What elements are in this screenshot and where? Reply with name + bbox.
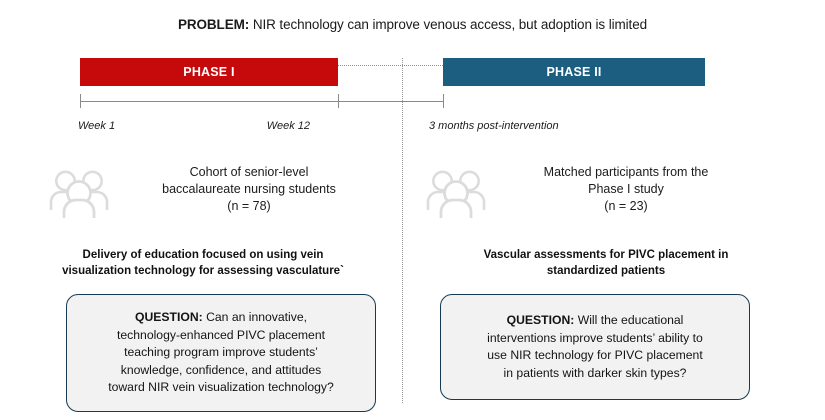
people-group-icon (426, 170, 486, 218)
cohort-phase-1-line-1: Cohort of senior-level (189, 165, 309, 179)
phase-1-bar: PHASE I (80, 58, 338, 86)
question-phase-1-line-5: toward NIR vein visualization technology… (108, 380, 334, 395)
cohort-phase-1-text: Cohort of senior-level baccalaureate nur… (110, 162, 388, 215)
question-box-phase-2: QUESTION: Will the educational intervent… (440, 294, 750, 400)
timeline-tick-week-12 (338, 94, 339, 108)
cohort-phase-2-line-2: Phase I study (588, 182, 664, 196)
intervention-phase-2: Vascular assessments for PIVC placement … (432, 248, 780, 279)
question-phase-2-text: QUESTION: Will the educational intervent… (487, 312, 703, 382)
phase-connector-dotted-line (338, 65, 443, 66)
intervention-phase-1-line-1: Delivery of education focused on using v… (82, 249, 324, 261)
question-phase-2-line-4: in patients with darker skin types? (503, 365, 687, 380)
timeline-label-post-intervention: 3 months post-intervention (429, 120, 559, 132)
question-phase-1-line-2: technology-enhanced PIVC placement (117, 327, 325, 342)
question-phase-1-label: QUESTION: (134, 310, 203, 325)
phase-divider-dotted-line (402, 58, 403, 403)
question-phase-2-line-1-rest: Will the educational (574, 313, 684, 327)
cohort-phase-2-text: Matched participants from the Phase I st… (487, 162, 765, 215)
problem-statement: PROBLEM: NIR technology can improve veno… (0, 17, 825, 32)
question-phase-2-line-3: use NIR technology for PIVC placement (487, 348, 703, 362)
timeline-label-week-12: Week 12 (266, 120, 310, 132)
problem-text: NIR technology can improve venous access… (252, 17, 648, 32)
people-group-icon (49, 170, 109, 218)
cohort-phase-1-line-3: (n = 78) (227, 199, 271, 213)
phase-1-label: PHASE I (183, 65, 235, 79)
cohort-phase-2: Matched participants from the Phase I st… (425, 162, 765, 218)
cohort-phase-1: Cohort of senior-level baccalaureate nur… (48, 162, 388, 218)
cohort-phase-1-line-2: baccalaureate nursing students (162, 182, 336, 196)
intervention-phase-2-line-2: standardized patients (546, 264, 666, 277)
question-phase-1-line-1-rest: Can an innovative, (202, 310, 308, 325)
timeline-axis (80, 101, 443, 102)
question-phase-1-text: QUESTION: Can an innovative, technology-… (108, 309, 334, 397)
question-box-phase-1: QUESTION: Can an innovative, technology-… (66, 294, 376, 412)
timeline-label-week-1: Week 1 (78, 120, 116, 132)
intervention-phase-1: Delivery of education focused on using v… (30, 248, 376, 279)
intervention-phase-2-line-1: Vascular assessments for PIVC placement … (483, 249, 729, 261)
timeline-tick-post-intervention (443, 94, 444, 108)
cohort-phase-2-line-1: Matched participants from the (543, 165, 709, 179)
question-phase-2-line-2: interventions improve students’ ability … (487, 330, 703, 345)
phase-2-label: PHASE II (546, 65, 602, 79)
question-phase-1-line-3: teaching program improve students’ (124, 345, 318, 360)
problem-label: PROBLEM: (177, 17, 250, 32)
question-phase-2-line-1: QUESTION: Will the educational (487, 312, 703, 330)
timeline-tick-week-1 (80, 94, 81, 108)
phase-2-bar: PHASE II (443, 58, 705, 86)
intervention-phase-1-line-2: visualization technology for assessing v… (62, 264, 344, 277)
question-phase-1-line-1: QUESTION: Can an innovative, (108, 309, 334, 327)
question-phase-2-label: QUESTION: (506, 313, 575, 327)
cohort-phase-2-line-3: (n = 23) (604, 199, 648, 213)
question-phase-1-line-4: knowledge, confidence, and attitudes (120, 362, 322, 377)
